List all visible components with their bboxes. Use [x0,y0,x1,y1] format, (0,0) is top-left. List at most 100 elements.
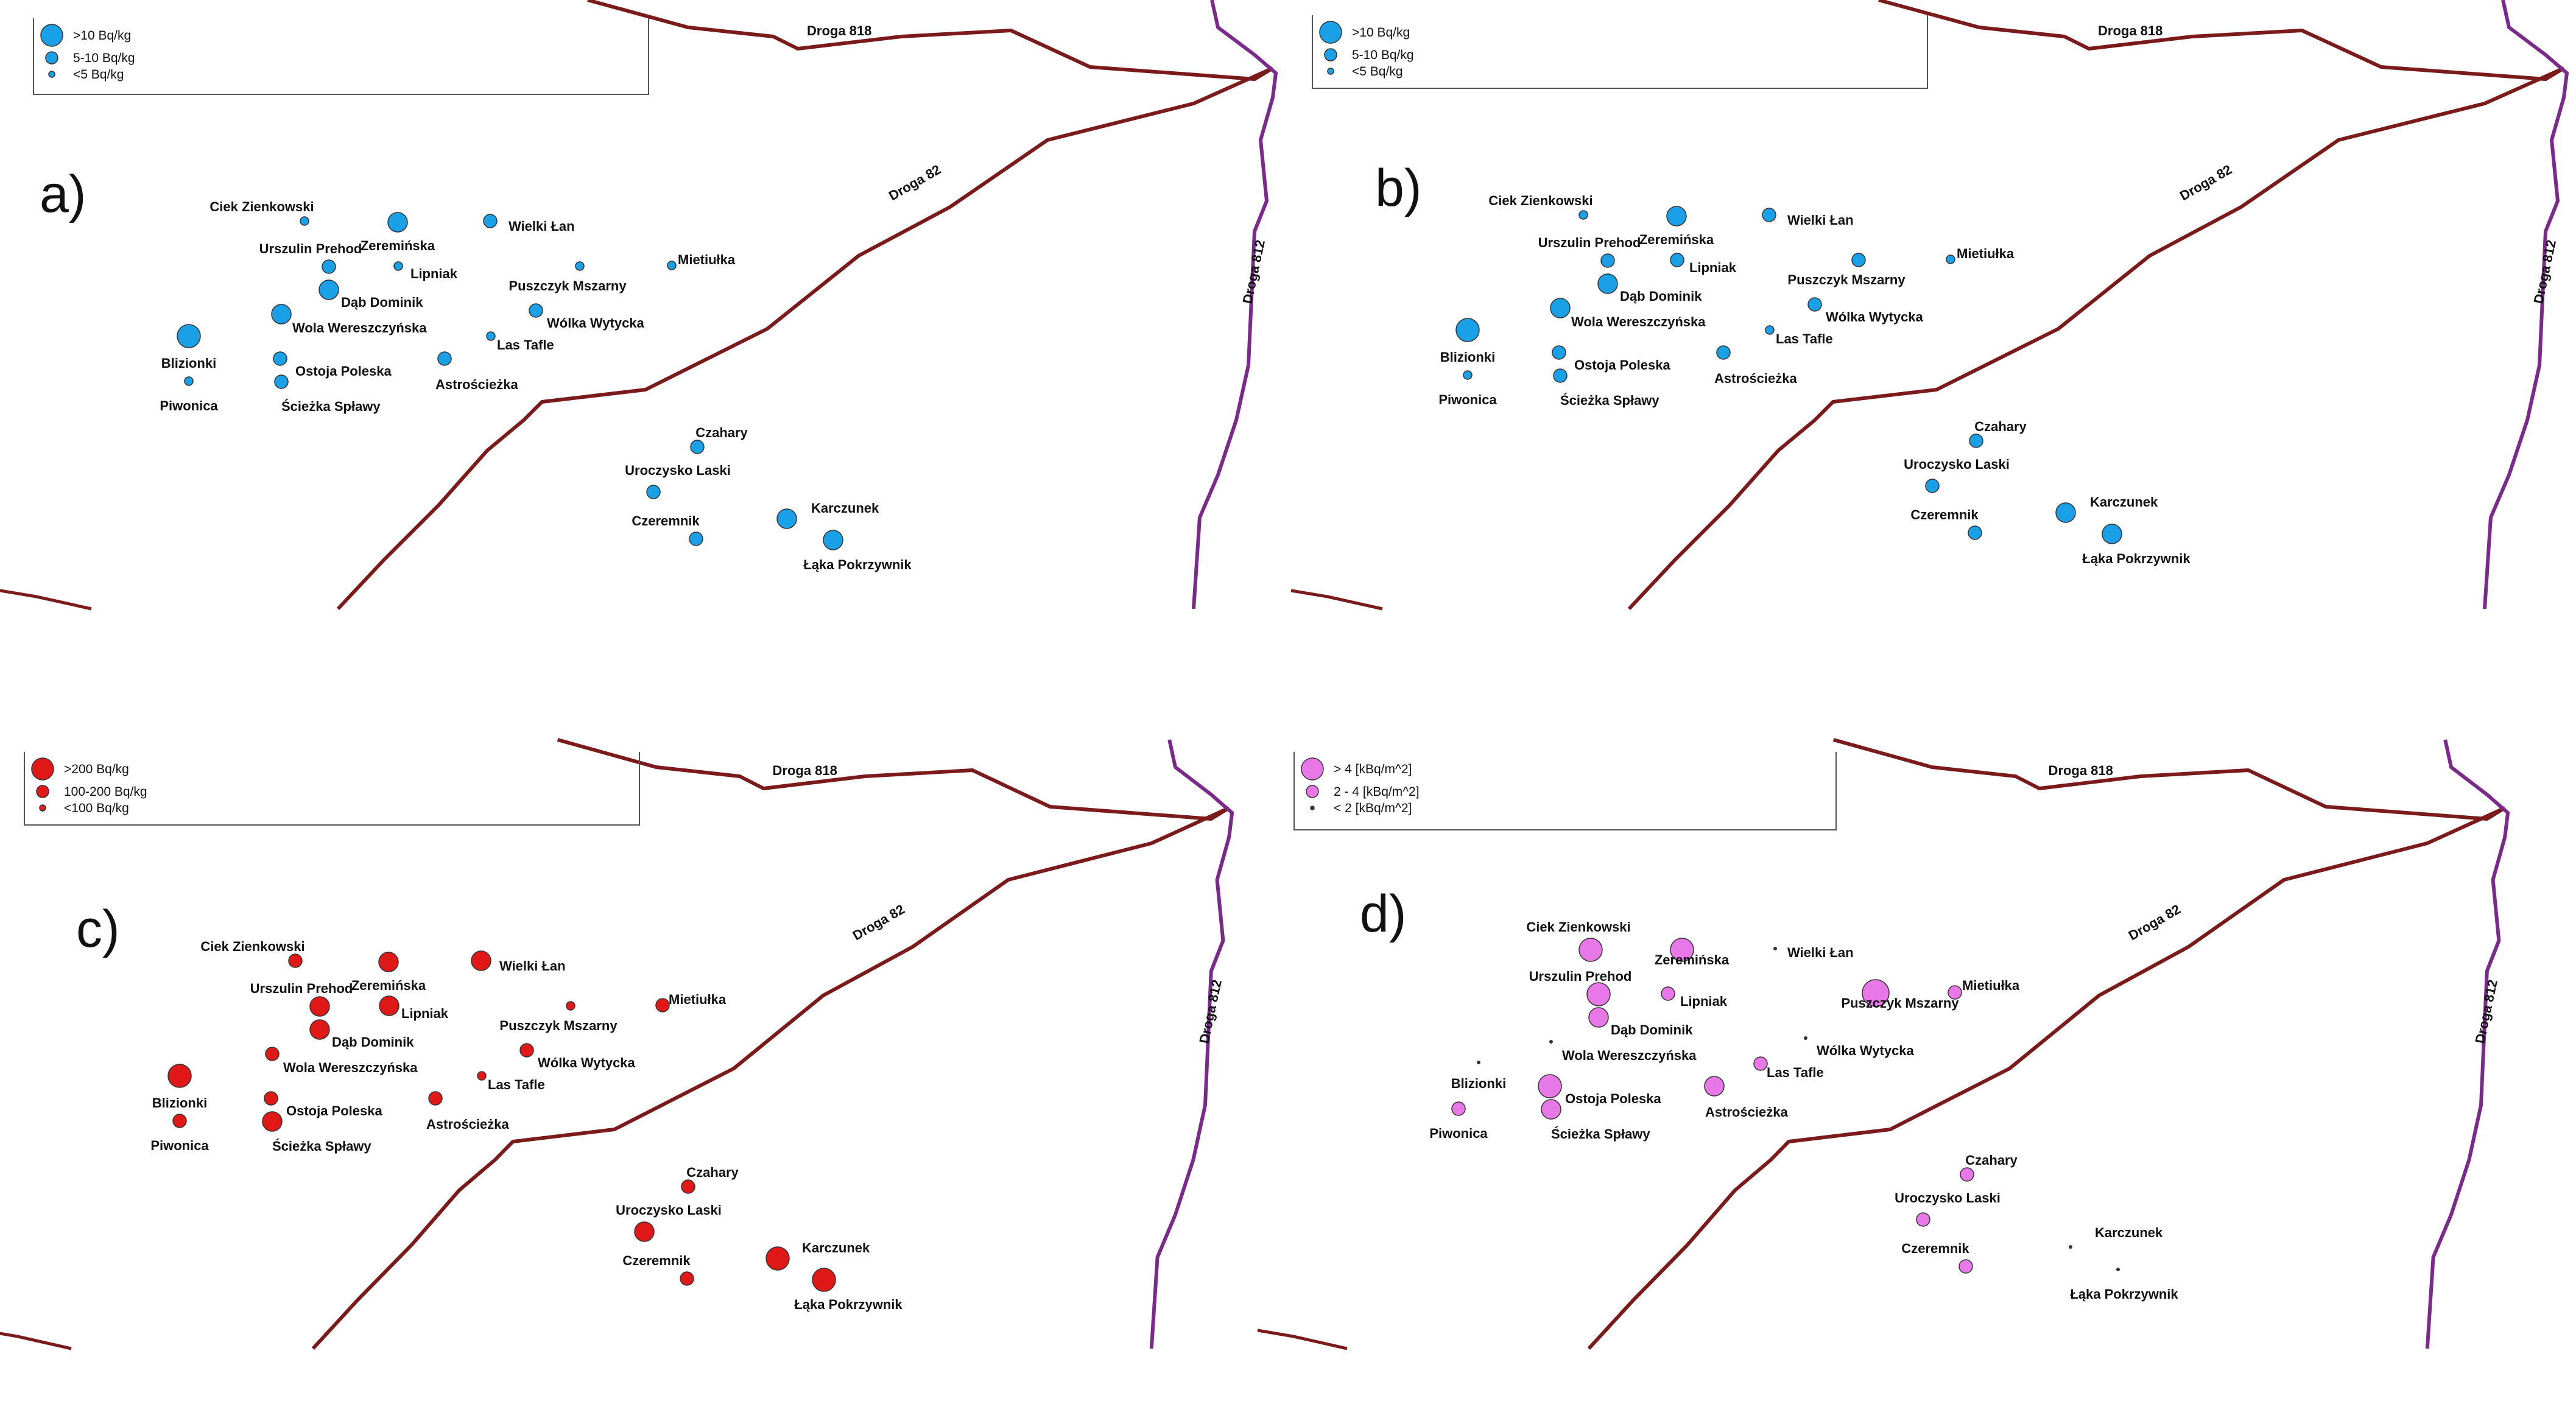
site-label-wielki-lan: Wielki Łan [1787,945,1854,960]
site-marker-urszulin-prehod [1586,982,1611,1006]
site-marker-blizionki [1455,318,1480,342]
road-812-label: Droga 812 [1239,239,1268,305]
site-label-czeremnik: Czeremnik [1901,1241,1969,1256]
road-818 [1832,738,2506,821]
site-marker-dab-dominik [1588,1007,1609,1028]
panel-letter-b: b) [1375,159,1421,217]
legend-label-small: <100 Bq/kg [64,801,129,815]
site-marker-czahary [690,440,705,454]
site-label-astrosciezka: Astrościeżka [435,377,519,392]
site-label-czahary: Czahary [1965,1153,2018,1168]
road-82-label: Droga 82 [2126,902,2183,944]
site-label-puszczyk-mszarny: Puszczyk Mszarny [509,278,627,293]
legend-label-large: >10 Bq/kg [1352,26,1410,40]
site-marker-wolka-wytycka [519,1043,534,1058]
site-marker-czahary [681,1179,695,1194]
road-stub [1290,589,1383,611]
site-label-ciek-zienkowski: Ciek Zienkowski [200,939,304,954]
site-label-uroczysko-laski: Uroczysko Laski [1904,457,2010,472]
site-marker-puszczyk-mszarny [1851,253,1866,267]
site-marker-karczunek [776,508,797,529]
site-marker-mietiulka [1946,254,1955,264]
site-marker-czahary [1969,433,1983,448]
site-label-ostoja-poleska: Ostoja Poleska [1565,1091,1662,1106]
site-marker-wolka-wytycka [1807,297,1822,312]
site-marker-blizionki [1477,1061,1480,1064]
site-marker-sciezka-splawy [1541,1099,1561,1120]
legend-symbol-medium [1306,785,1319,798]
site-label-sciezka-splawy: Ścieżka Spławy [1560,393,1659,408]
site-label-puszczyk-mszarny: Puszczyk Mszarny [1787,272,1906,287]
site-label-wielki-lan: Wielki Łan [499,958,566,974]
legend-label-medium: 2 - 4 [kBq/m^2] [1334,785,1420,799]
site-label-laka-pokrzywnik: Łąka Pokrzywnik [803,557,912,572]
road-stub [1257,1329,1348,1350]
road-82-label: Droga 82 [850,902,907,944]
site-label-mietiulka: Mietiułka [1957,246,2015,261]
legend-b: >10 Bq/kg5-10 Bq/kg<5 Bq/kg [1312,15,1928,89]
site-label-karczunek: Karczunek [2090,494,2158,510]
site-label-las-tafle: Las Tafle [1767,1065,1824,1080]
road-stub [0,589,92,611]
site-label-czeremnik: Czeremnik [632,513,700,528]
road-818 [1878,0,2565,81]
site-marker-urszulin-prehod [322,259,336,274]
site-marker-czeremnik [1968,525,1982,540]
site-marker-sciezka-splawy [1553,368,1568,383]
site-marker-astrosciezka [1704,1076,1725,1097]
site-marker-wielki-lan [1762,208,1776,222]
road-818-label: Droga 818 [773,763,837,778]
legend-label-medium: 100-200 Bq/kg [64,785,147,799]
legend-symbol-large [1301,757,1324,781]
road-818 [557,738,1230,821]
site-marker-piwonica [1463,370,1473,380]
site-label-uroczysko-laski: Uroczysko Laski [625,463,731,478]
site-marker-blizionki [177,324,201,348]
site-marker-piwonica [184,376,194,386]
site-label-astrosciezka: Astrościeżka [1705,1104,1789,1120]
road-82 [336,66,1274,611]
site-label-karczunek: Karczunek [811,500,879,516]
site-label-wola-wereszczynska: Wola Wereszczyńska [1562,1048,1697,1063]
road-812-label: Droga 812 [2530,239,2559,305]
road-812 [1192,0,1278,609]
site-marker-ostoja-poleska [1552,345,1566,360]
site-marker-zereminska [1670,938,1694,962]
legend-label-large: > 4 [kBq/m^2] [1334,762,1412,776]
site-marker-dab-dominik [309,1019,330,1040]
site-label-wielki-lan: Wielki Łan [509,219,575,234]
site-marker-zereminska [1666,206,1687,226]
site-marker-astrosciezka [437,351,452,366]
site-marker-puszczyk-mszarny [566,1001,575,1011]
site-label-ciek-zienkowski: Ciek Zienkowski [209,199,314,214]
site-marker-astrosciezka [428,1091,443,1106]
site-marker-uroczysko-laski [634,1221,655,1242]
legend-symbol-small [1327,68,1334,75]
site-marker-ciek-zienkowski [288,953,303,968]
site-marker-astrosciezka [1716,345,1731,360]
legend-symbol-medium [36,785,49,798]
site-marker-ciek-zienkowski [300,216,309,226]
legend-frame [1293,752,1837,830]
site-marker-blizionki [167,1064,192,1088]
site-marker-urszulin-prehod [309,996,330,1017]
legend-symbol-medium [45,51,58,65]
site-marker-wola-wereszczynska [1549,1040,1553,1044]
site-label-blizionki: Blizionki [1451,1076,1506,1091]
site-marker-urszulin-prehod [1600,253,1615,268]
site-marker-las-tafle [1753,1056,1768,1071]
site-marker-karczunek [2055,502,2076,523]
site-marker-czahary [1960,1167,1974,1182]
site-marker-uroczysko-laski [1916,1212,1930,1227]
site-marker-wielki-lan [471,950,491,971]
site-label-piwonica: Piwonica [1438,392,1497,407]
site-label-lipniak: Lipniak [401,1006,449,1021]
road-812-label: Droga 812 [2472,978,2500,1045]
legend-frame [1312,15,1928,89]
road-82-label: Droga 82 [886,162,943,204]
